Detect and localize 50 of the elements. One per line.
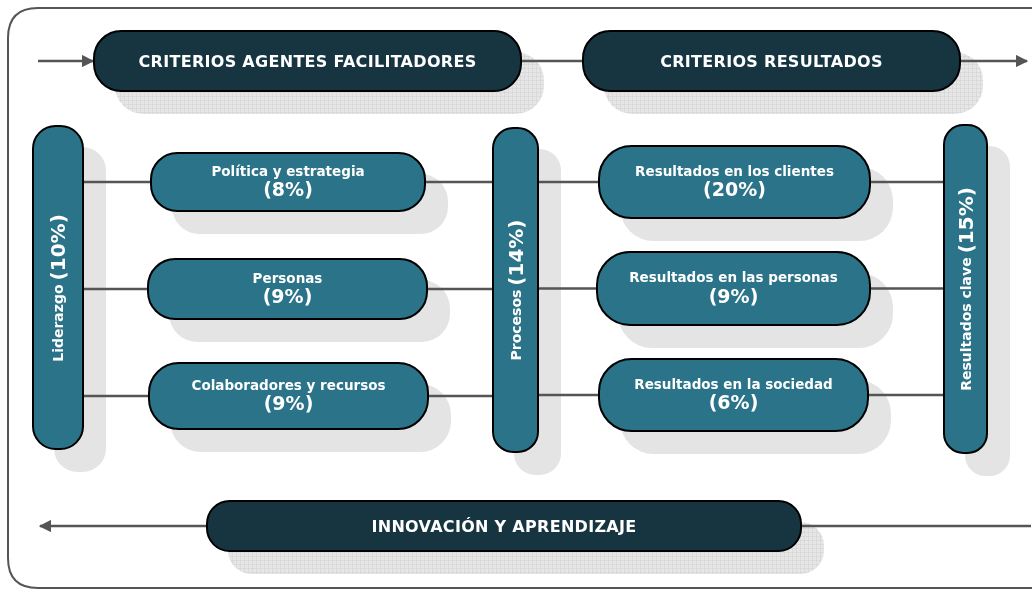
criterion-label: Liderazgo	[49, 283, 67, 362]
connector-line	[539, 287, 596, 290]
connector-line	[38, 54, 95, 68]
percentage-text: (6%)	[708, 392, 759, 414]
percentage-text: (9%)	[263, 393, 314, 415]
criterion-label: Resultados en las personas	[629, 270, 838, 286]
heading-text: INNOVACIÓN Y APRENDIZAJE	[371, 516, 637, 536]
connector-line	[84, 287, 147, 291]
rounded-box	[596, 251, 871, 326]
rounded-box	[598, 358, 869, 432]
criterion-label: Procesos	[507, 289, 524, 361]
connector-line	[84, 394, 148, 398]
percentage-text: (14%)	[504, 219, 527, 286]
connector-line	[869, 393, 943, 397]
rounded-box	[598, 145, 871, 219]
connector-line	[428, 287, 492, 291]
criterion-label: Resultados clave	[957, 257, 974, 391]
connector-line	[539, 180, 598, 184]
heading-text: CRITERIOS RESULTADOS	[660, 51, 883, 71]
connector-line	[84, 180, 150, 184]
connector-line	[38, 519, 206, 533]
percentage-text: (15%)	[954, 187, 977, 254]
rounded-box	[206, 500, 802, 552]
percentage-text: (20%)	[703, 179, 766, 201]
connector-line	[539, 393, 598, 397]
connector-line	[429, 394, 492, 398]
vertical-pill-box	[32, 125, 84, 450]
connector-line	[522, 59, 582, 63]
percentage-text: (9%)	[262, 286, 313, 308]
percentage-text: (8%)	[263, 179, 313, 201]
criterion-label: Personas	[252, 270, 323, 287]
connector-line	[871, 180, 943, 184]
rounded-box	[148, 362, 429, 430]
vertical-pill-box	[492, 127, 539, 453]
rounded-box	[582, 30, 961, 92]
percentage-text: (9%)	[708, 285, 759, 307]
rounded-box	[147, 258, 428, 320]
rounded-box	[150, 152, 426, 212]
heading-text: CRITERIOS AGENTES FACILITADORES	[138, 51, 477, 71]
vertical-pill-box	[943, 124, 988, 454]
connector-line	[426, 180, 492, 184]
connector-line	[802, 524, 1031, 528]
connector-line	[961, 54, 1029, 68]
connector-line	[871, 287, 943, 290]
rounded-box	[93, 30, 522, 92]
criterion-label: Política y estrategia	[211, 163, 365, 180]
percentage-text: (10%)	[47, 213, 69, 280]
criterion-label: Resultados en la sociedad	[634, 376, 833, 393]
criterion-label: Colaboradores y recursos	[191, 377, 386, 394]
criterion-label: Resultados en los clientes	[635, 163, 834, 180]
